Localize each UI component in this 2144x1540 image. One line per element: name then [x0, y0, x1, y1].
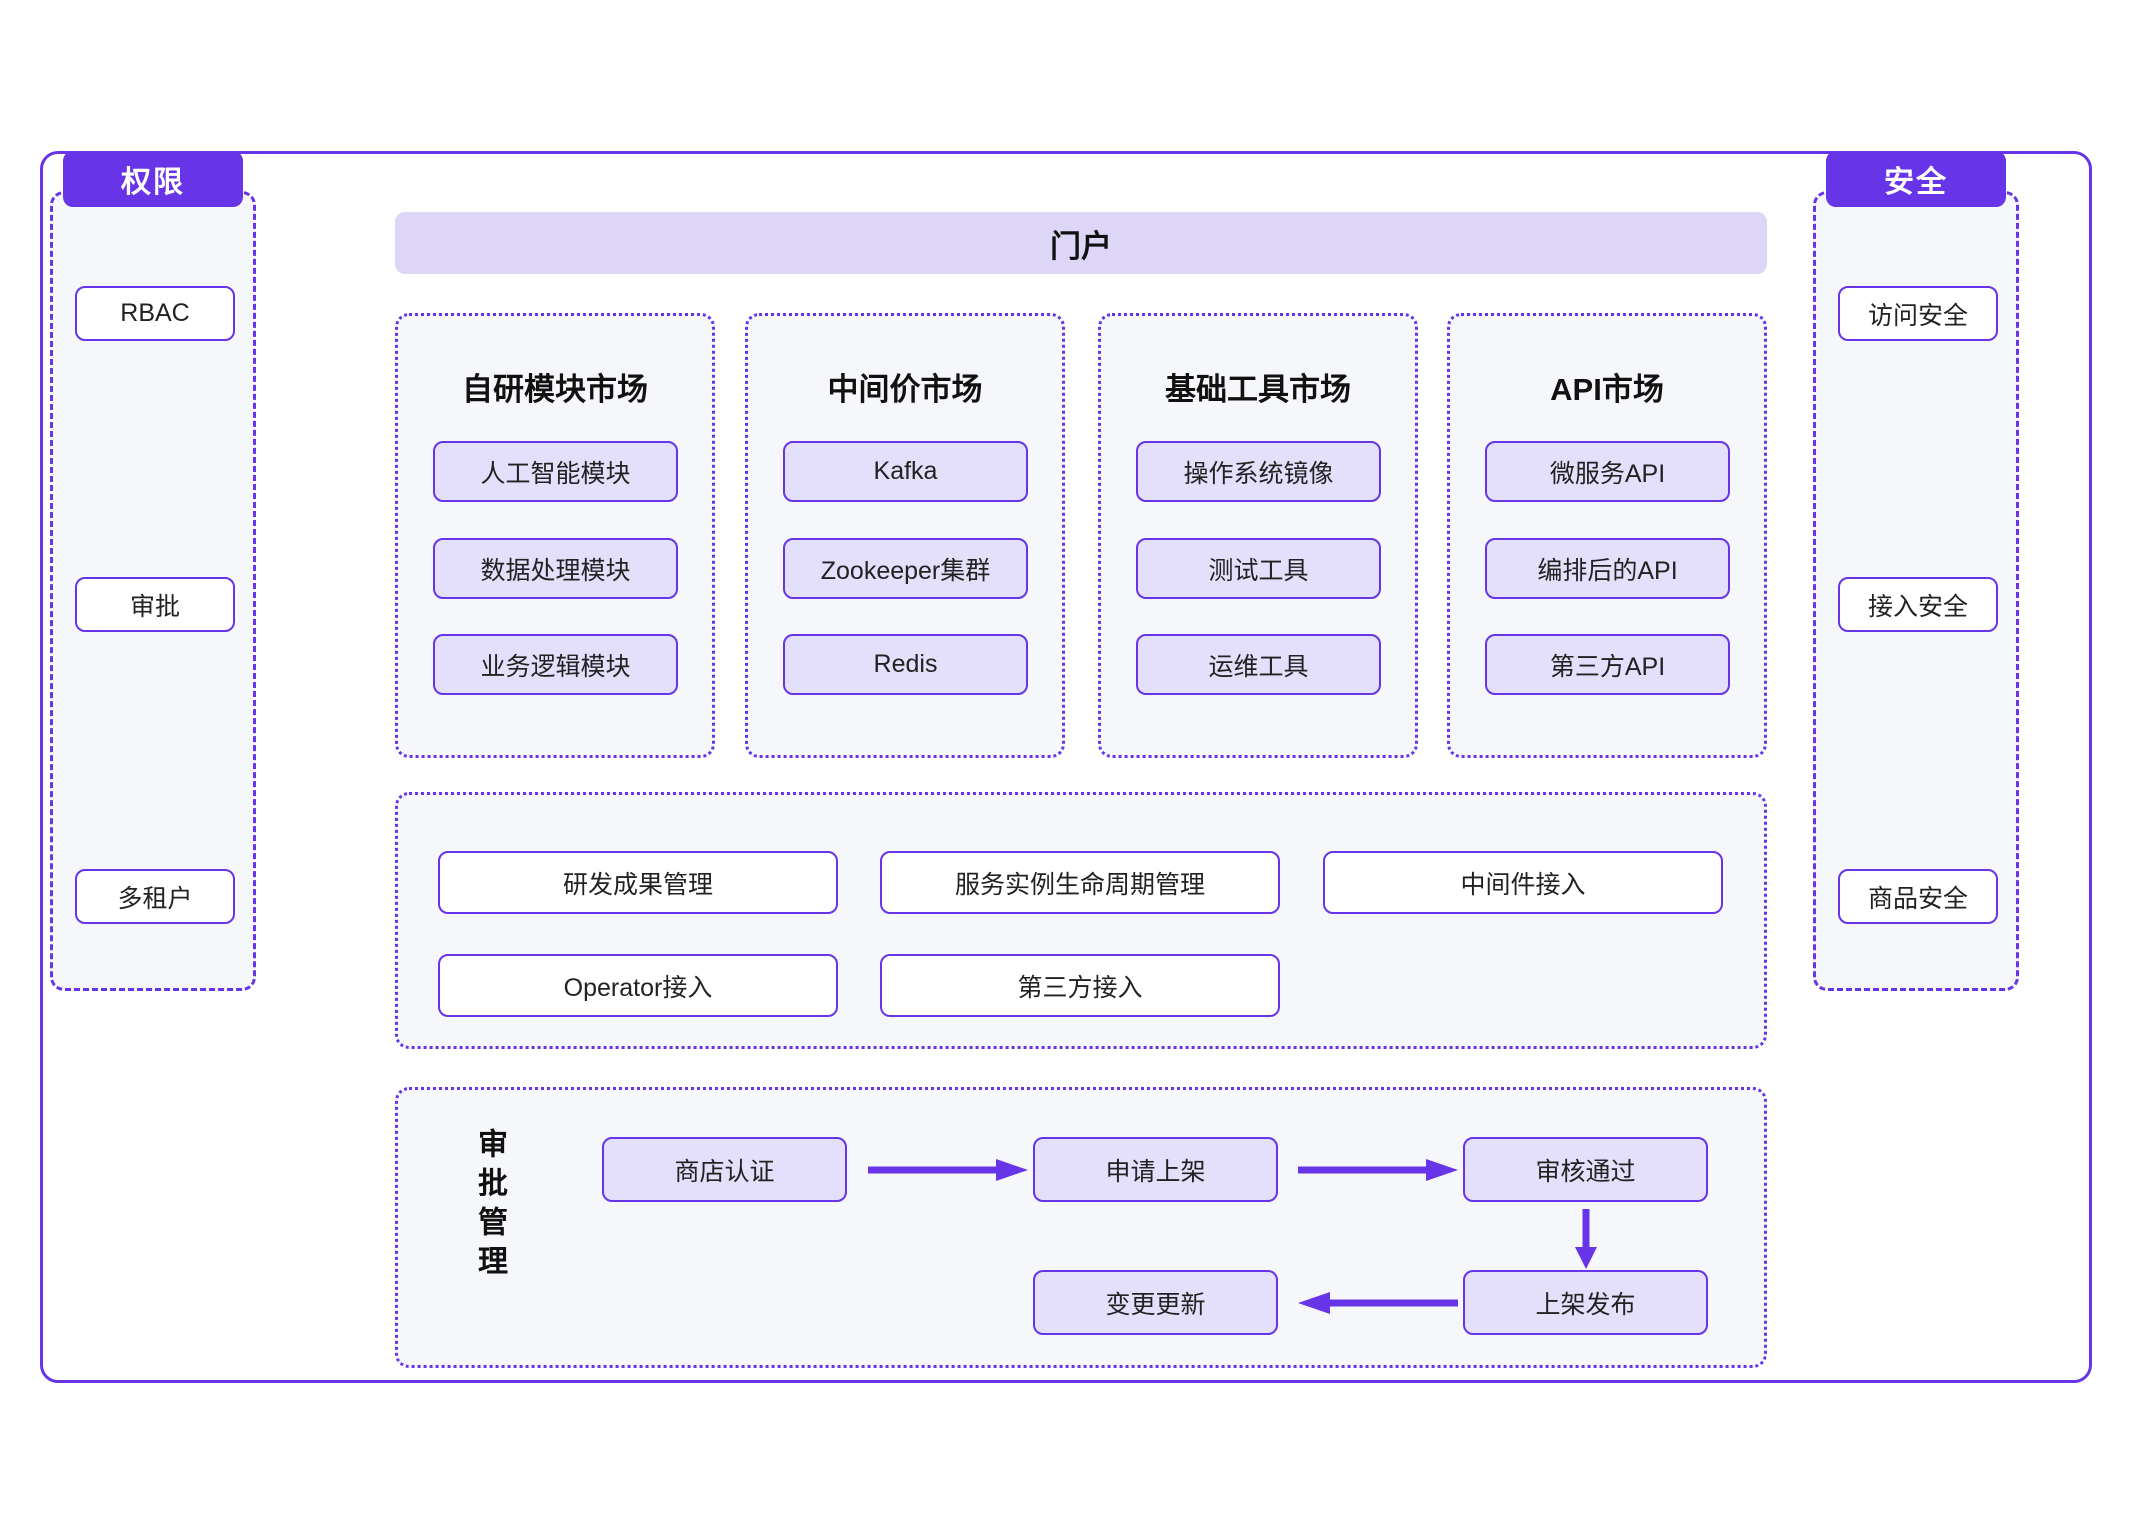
- flow-node-apply-listing[interactable]: 申请上架: [1033, 1137, 1278, 1202]
- market-title-api: API市场: [1550, 372, 1664, 407]
- right-column-header: 安全: [1826, 151, 2006, 207]
- market-column-self-developed: 自研模块市场 人工智能模块 数据处理模块 业务逻辑模块: [395, 313, 715, 758]
- right-item-access-security[interactable]: 访问安全: [1838, 286, 1998, 341]
- flow-node-change-update[interactable]: 变更更新: [1033, 1270, 1278, 1335]
- portal-banner: 门户: [395, 212, 1767, 274]
- arrow-apply-to-review-icon: [1298, 1159, 1458, 1181]
- left-item-rbac[interactable]: RBAC: [75, 286, 235, 341]
- market-item-os-image[interactable]: 操作系统镜像: [1136, 441, 1381, 502]
- market-title-self-developed: 自研模块市场: [462, 372, 648, 407]
- flow-node-publish-listing[interactable]: 上架发布: [1463, 1270, 1708, 1335]
- market-item-orchestrated-api[interactable]: 编排后的API: [1485, 538, 1730, 599]
- right-column-panel: 访问安全 接入安全 商品安全: [1813, 191, 2019, 991]
- approval-management-label: 审批管理: [473, 1128, 506, 1284]
- capability-third-party-onboarding[interactable]: 第三方接入: [880, 954, 1280, 1017]
- arrow-review-to-publish-icon: [1575, 1209, 1597, 1269]
- market-item-ops-tools[interactable]: 运维工具: [1136, 634, 1381, 695]
- capability-rd-output-management[interactable]: 研发成果管理: [438, 851, 838, 914]
- market-item-third-party-api[interactable]: 第三方API: [1485, 634, 1730, 695]
- market-item-zookeeper-cluster[interactable]: Zookeeper集群: [783, 538, 1028, 599]
- capability-service-instance-lifecycle[interactable]: 服务实例生命周期管理: [880, 851, 1280, 914]
- market-item-ai-module[interactable]: 人工智能模块: [433, 441, 678, 502]
- market-item-microservice-api[interactable]: 微服务API: [1485, 441, 1730, 502]
- market-title-basic-tools: 基础工具市场: [1165, 372, 1351, 407]
- right-item-product-security[interactable]: 商品安全: [1838, 869, 1998, 924]
- flow-node-store-certification[interactable]: 商店认证: [602, 1137, 847, 1202]
- arrow-store-cert-to-apply-icon: [868, 1159, 1028, 1181]
- left-column-panel: RBAC 审批 多租户: [50, 191, 256, 991]
- market-column-basic-tools: 基础工具市场 操作系统镜像 测试工具 运维工具: [1098, 313, 1418, 758]
- market-column-middleware: 中间价市场 Kafka Zookeeper集群 Redis: [745, 313, 1065, 758]
- market-title-middleware: 中间价市场: [827, 372, 983, 407]
- market-column-api: API市场 微服务API 编排后的API 第三方API: [1447, 313, 1767, 758]
- left-item-multitenant[interactable]: 多租户: [75, 869, 235, 924]
- market-item-kafka[interactable]: Kafka: [783, 441, 1028, 502]
- flow-node-review-passed[interactable]: 审核通过: [1463, 1137, 1708, 1202]
- right-item-connect-security[interactable]: 接入安全: [1838, 577, 1998, 632]
- left-column-header: 权限: [63, 151, 243, 207]
- left-item-approval[interactable]: 审批: [75, 577, 235, 632]
- arrow-publish-to-change-icon: [1298, 1292, 1458, 1314]
- capability-operator-onboarding[interactable]: Operator接入: [438, 954, 838, 1017]
- market-item-redis[interactable]: Redis: [783, 634, 1028, 695]
- capability-middleware-onboarding[interactable]: 中间件接入: [1323, 851, 1723, 914]
- market-item-business-logic-module[interactable]: 业务逻辑模块: [433, 634, 678, 695]
- capabilities-panel: 研发成果管理 服务实例生命周期管理 中间件接入 Operator接入 第三方接入: [395, 792, 1767, 1049]
- market-item-test-tools[interactable]: 测试工具: [1136, 538, 1381, 599]
- approval-workflow-panel: 审批管理 商店认证 申请上架 审核通过 上架发布: [395, 1087, 1767, 1368]
- market-item-data-processing-module[interactable]: 数据处理模块: [433, 538, 678, 599]
